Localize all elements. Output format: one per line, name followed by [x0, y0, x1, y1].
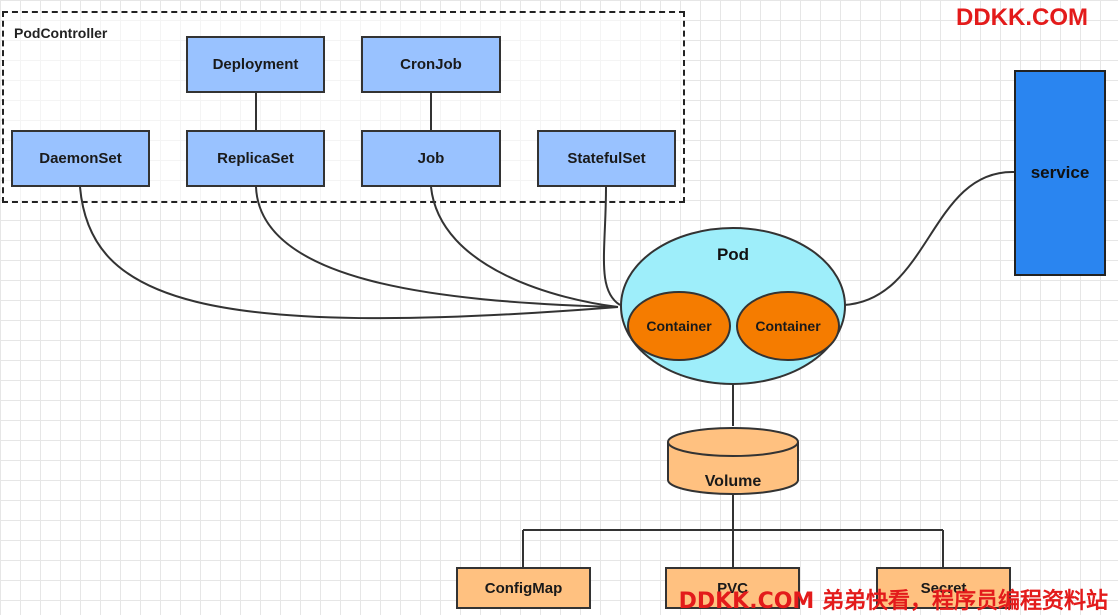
edge-pod-service	[843, 170, 1015, 306]
container-node	[736, 291, 840, 361]
cronjob-node: CronJob	[361, 36, 501, 93]
cronjob-label: CronJob	[400, 56, 462, 73]
replicaset-label: ReplicaSet	[217, 150, 294, 167]
container-label: Container	[646, 318, 712, 334]
volume-node	[667, 427, 799, 495]
statefulset-node: StatefulSet	[537, 130, 676, 187]
daemonset-label: DaemonSet	[39, 150, 122, 167]
pvc-label: PVC	[717, 579, 748, 597]
service-node: service	[1014, 70, 1106, 276]
edge-statefulset-pod	[602, 186, 621, 306]
configmap-node: ConfigMap	[456, 567, 591, 609]
configmap-label: ConfigMap	[484, 579, 563, 597]
deployment-label: Deployment	[212, 56, 299, 73]
replicaset-node: ReplicaSet	[186, 130, 325, 187]
job-node: Job	[361, 130, 501, 187]
container-node	[627, 291, 731, 361]
edge-replicaset-pod	[255, 186, 619, 308]
secret-label: Secret	[920, 579, 967, 597]
podcontroller-label: PodController	[14, 25, 108, 41]
deployment-node: Deployment	[186, 36, 325, 93]
watermark-top: DDKK.COM	[956, 4, 1088, 31]
service-label: service	[1030, 163, 1090, 182]
watermark-bottom: DDKK.COM 弟弟快看，程序员编程资料站	[678, 589, 1108, 614]
statefulset-label: StatefulSet	[567, 150, 646, 167]
secret-node: Secret	[876, 567, 1011, 609]
edge-daemonset-pod	[79, 186, 619, 320]
volume-label: Volume	[705, 473, 762, 490]
daemonset-node: DaemonSet	[11, 130, 150, 187]
job-label: Job	[417, 150, 445, 167]
container-label: Container	[755, 318, 821, 334]
edge-volume-tree	[522, 494, 944, 567]
pod-label: Pod	[717, 245, 749, 264]
edge-job-pod	[430, 186, 619, 308]
pvc-node: PVC	[665, 567, 800, 609]
